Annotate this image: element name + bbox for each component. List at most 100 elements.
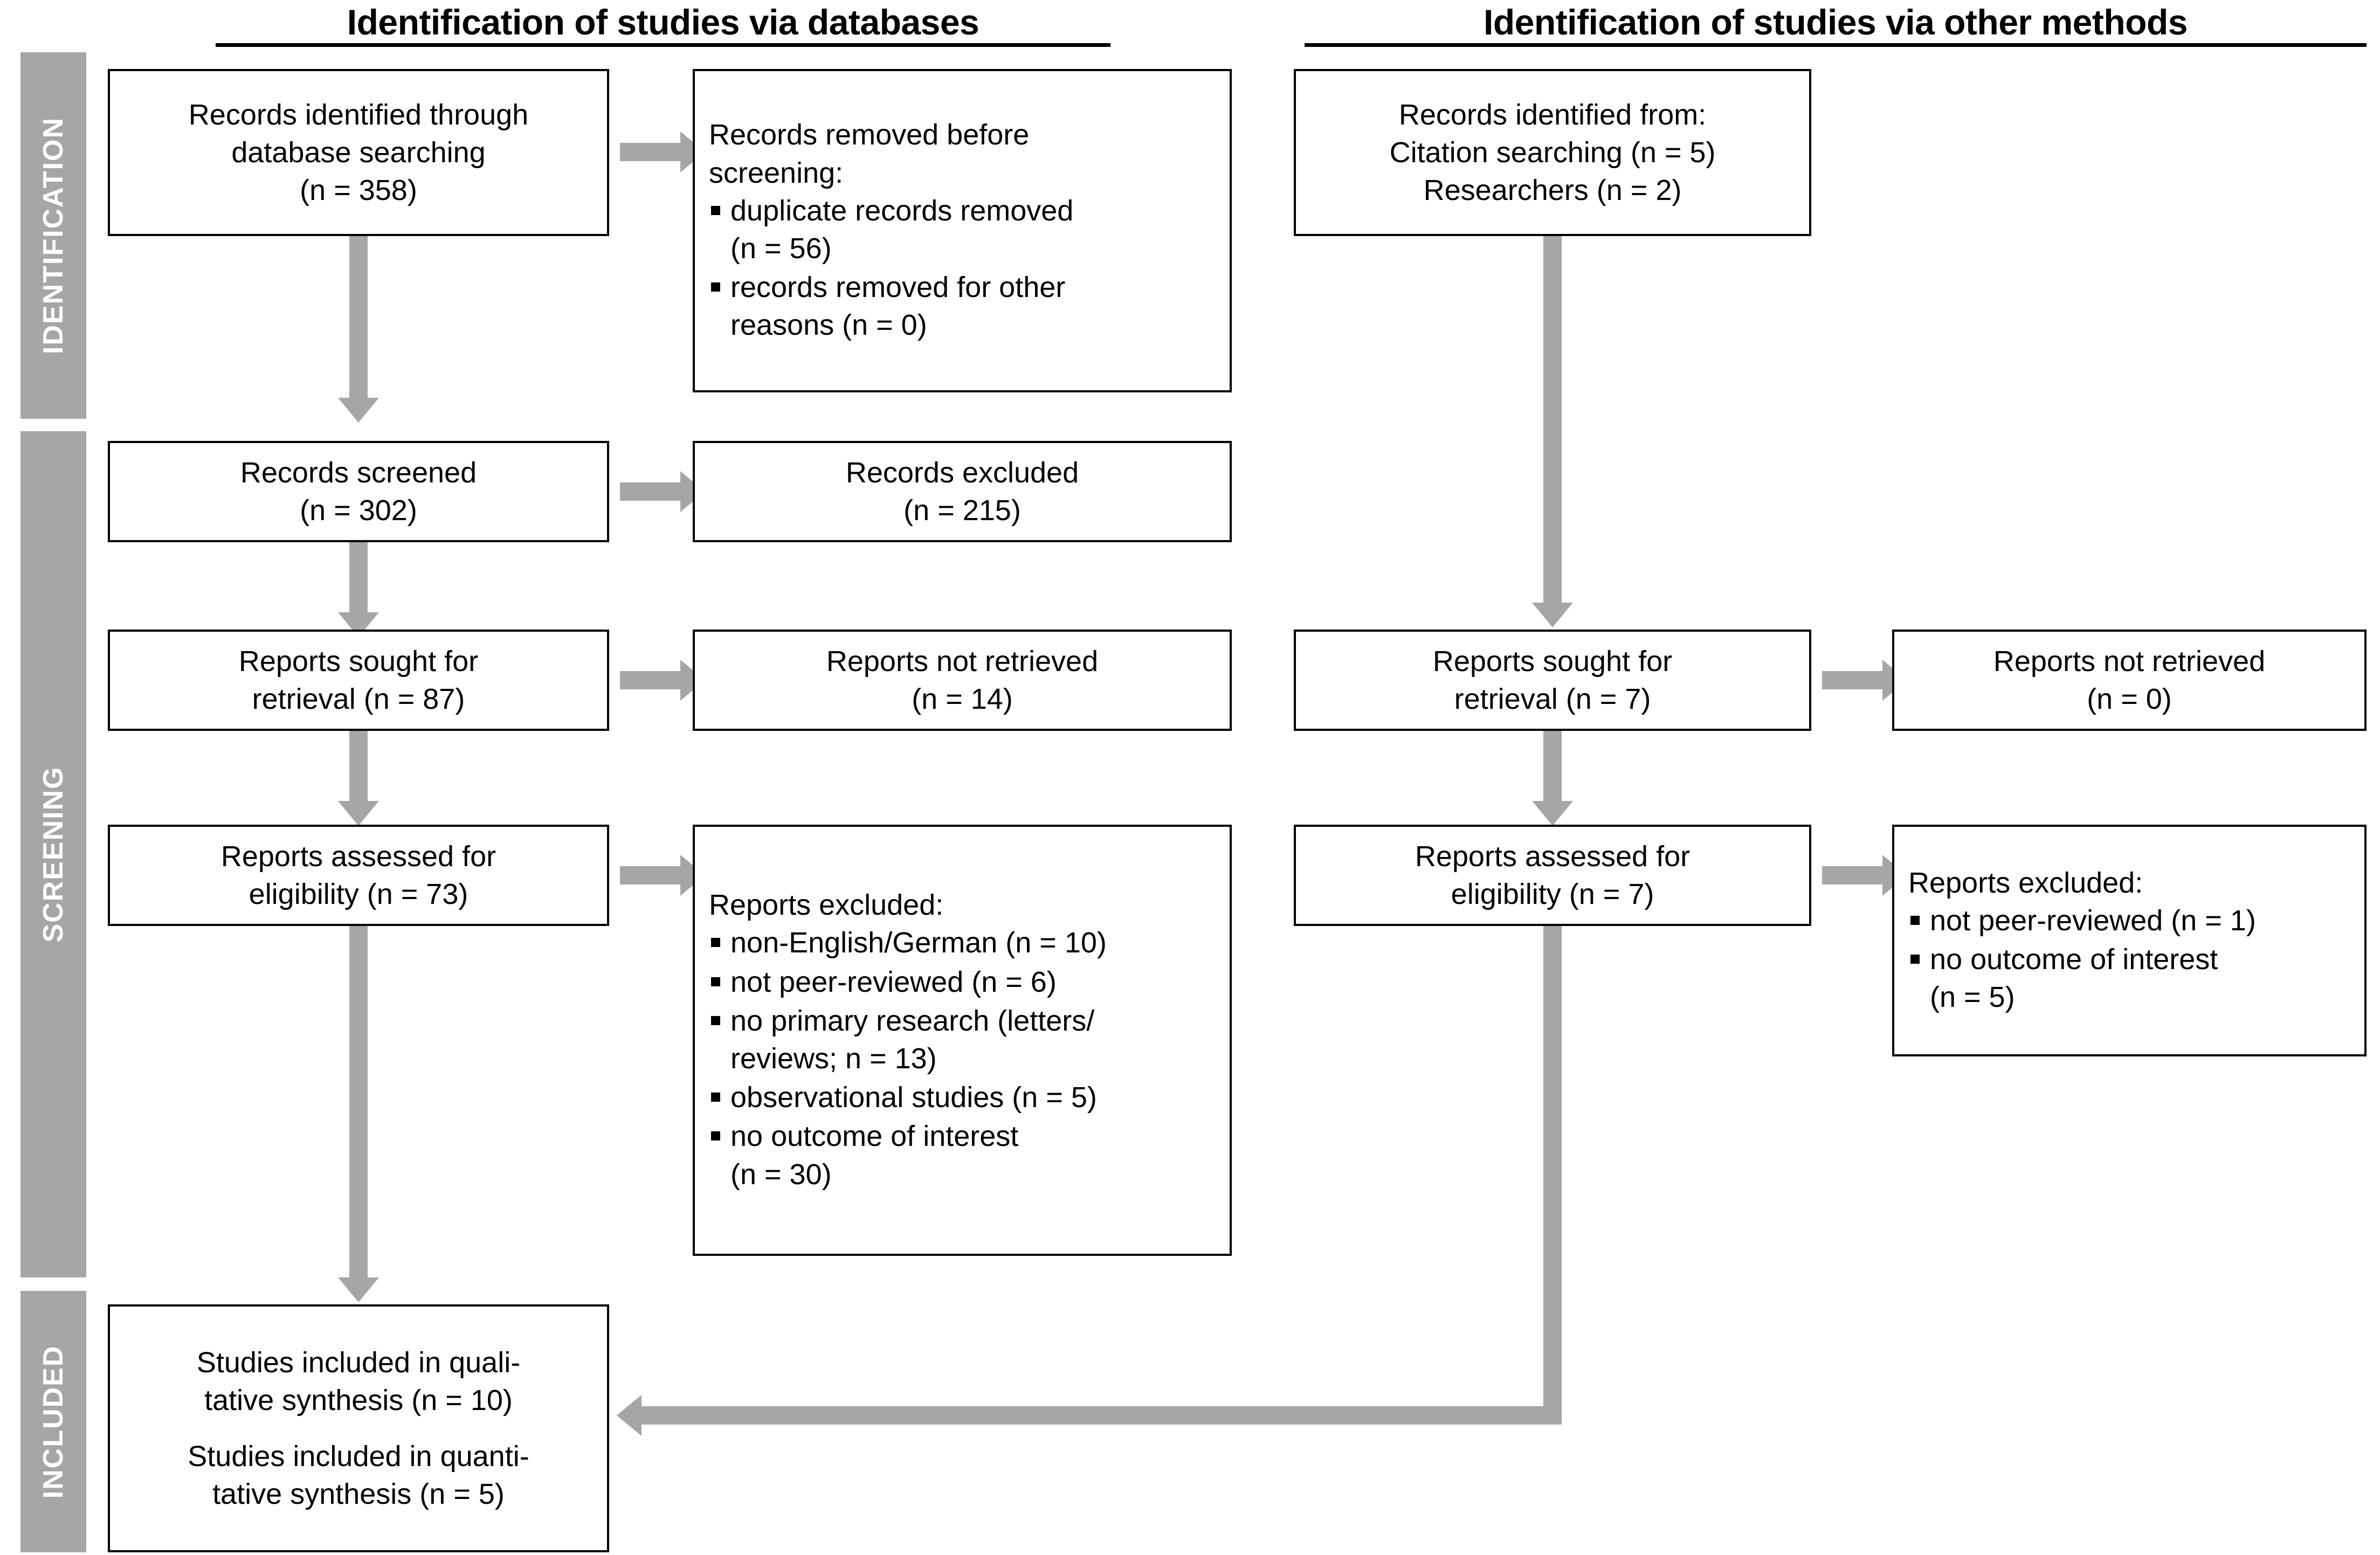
records-screened-line-2: (n = 302)	[300, 494, 417, 527]
reports-excluded-other-title: Reports excluded:	[1908, 866, 2143, 899]
list-item-cont: reasons (n = 0)	[730, 309, 927, 342]
list-item: records removed for other reasons (n = 0…	[709, 268, 1216, 344]
box-reports-excluded-other: Reports excluded: not peer-reviewed (n =…	[1892, 825, 2367, 1056]
reports-assessed-other-line-1: Reports assessed for	[1415, 840, 1691, 873]
box-records-screened: Records screened (n = 302)	[108, 441, 609, 542]
bullet-square-icon	[711, 938, 720, 948]
list-item-cont: reviews; n = 13)	[730, 1042, 937, 1075]
reports-sought-other-line-1: Reports sought for	[1432, 645, 1673, 678]
list-item-text: non-English/German (n = 10)	[730, 927, 1107, 959]
stage-label-identification: IDENTIFICATION	[38, 116, 69, 355]
list-item-cont: (n = 56)	[730, 232, 832, 265]
arrow-shaft-other-to-included-vertical	[1543, 926, 1562, 1425]
studies-included-line-2: tative synthesis (n = 10)	[204, 1384, 513, 1416]
box-records-identified-other: Records identified from: Citation search…	[1294, 69, 1811, 236]
reports-excluded-title: Reports excluded:	[709, 889, 944, 922]
arrow-head-other-to-included	[617, 1395, 641, 1436]
list-item-text: observational studies (n = 5)	[730, 1081, 1097, 1114]
box-reports-excluded-database: Reports excluded: non-English/German (n …	[693, 825, 1232, 1256]
stage-bar-identification: IDENTIFICATION	[20, 52, 86, 419]
box-records-removed-before-screening: Records removed before screening: duplic…	[693, 69, 1232, 392]
records-identified-line-1: Records identified through	[188, 98, 529, 131]
box-records-excluded: Records excluded (n = 215)	[693, 441, 1232, 542]
arrow-head-sought-to-assessed	[338, 801, 379, 826]
reports-excluded-list-database: non-English/German (n = 10) not peer-rev…	[709, 924, 1216, 1193]
box-reports-not-retrieved-database: Reports not retrieved (n = 14)	[693, 630, 1232, 731]
list-item-text: records removed for other	[730, 271, 1066, 304]
list-item: no primary research (letters/ reviews; n…	[709, 1002, 1216, 1077]
arrow-shaft-assessed-to-excluded	[620, 866, 680, 884]
reports-not-retrieved-other-line-1: Reports not retrieved	[1993, 645, 2266, 678]
arrow-shaft-other-assessed-to-excluded	[1822, 866, 1882, 884]
list-item-text: no outcome of interest	[730, 1120, 1019, 1153]
list-item-text: no primary research (letters/	[730, 1004, 1095, 1037]
records-identified-line-2: database searching	[231, 136, 486, 169]
arrow-shaft-other-identified-to-sought	[1543, 236, 1562, 603]
arrow-head-assessed-to-included	[338, 1277, 379, 1302]
bullet-square-icon	[711, 282, 720, 292]
reports-not-retrieved-line-1: Reports not retrieved	[826, 645, 1099, 678]
arrow-head-other-identified-to-sought	[1532, 603, 1573, 627]
list-item: no outcome of interest (n = 5)	[1908, 941, 2350, 1016]
reports-assessed-line-1: Reports assessed for	[220, 840, 496, 873]
arrow-shaft-identified-to-removed	[620, 143, 680, 161]
list-item-cont: (n = 5)	[1930, 981, 2015, 1014]
box-reports-not-retrieved-other: Reports not retrieved (n = 0)	[1892, 630, 2367, 731]
bullet-square-icon	[1910, 955, 1920, 964]
reports-excluded-list-other: not peer-reviewed (n = 1) no outcome of …	[1908, 902, 2350, 1017]
records-removed-title-2: screening:	[709, 156, 844, 189]
bullet-square-icon	[711, 205, 720, 215]
list-item: no outcome of interest (n = 30)	[709, 1117, 1216, 1193]
arrow-head-identified-to-screened	[338, 398, 379, 423]
list-item-text: not peer-reviewed (n = 6)	[730, 965, 1057, 998]
arrow-shaft-sought-to-notretrieved	[620, 671, 680, 689]
arrow-shaft-identified-to-screened	[349, 236, 368, 398]
arrow-shaft-other-sought-to-assessed	[1543, 731, 1562, 801]
stage-bar-included: INCLUDED	[20, 1291, 86, 1552]
arrow-shaft-screened-to-excluded	[620, 482, 680, 501]
reports-not-retrieved-other-line-2: (n = 0)	[2087, 683, 2172, 715]
records-removed-list: duplicate records removed (n = 56) recor…	[709, 192, 1216, 344]
list-item-text: no outcome of interest	[1930, 943, 2218, 976]
records-removed-title-1: Records removed before	[709, 119, 1030, 151]
list-item-text: not peer-reviewed (n = 1)	[1930, 904, 2256, 937]
studies-included-line-4: tative synthesis (n = 5)	[212, 1478, 505, 1511]
list-item: not peer-reviewed (n = 6)	[709, 963, 1216, 1001]
bullet-square-icon	[1910, 915, 1920, 925]
arrow-shaft-screened-to-sought	[349, 542, 368, 612]
bullet-square-icon	[711, 1015, 720, 1025]
column-header-other-methods: Identification of studies via other meth…	[1305, 4, 2367, 47]
records-identified-other-line-3: Researchers (n = 2)	[1423, 174, 1682, 207]
arrow-shaft-other-to-included-horizontal	[641, 1406, 1562, 1425]
records-identified-other-line-2: Citation searching (n = 5)	[1389, 136, 1716, 169]
records-excluded-line-1: Records excluded	[845, 456, 1079, 489]
reports-sought-line-2: retrieval (n = 87)	[252, 683, 465, 715]
bullet-square-icon	[711, 1131, 720, 1141]
list-item: not peer-reviewed (n = 1)	[1908, 902, 2350, 939]
list-item: non-English/German (n = 10)	[709, 924, 1216, 962]
reports-sought-other-line-2: retrieval (n = 7)	[1454, 683, 1651, 715]
arrow-head-other-sought-to-assessed	[1532, 801, 1573, 826]
reports-not-retrieved-line-2: (n = 14)	[912, 683, 1013, 715]
reports-sought-line-1: Reports sought for	[238, 645, 479, 678]
box-studies-included: Studies included in quali- tative synthe…	[108, 1304, 609, 1552]
box-records-identified-database: Records identified through database sear…	[108, 69, 609, 236]
records-identified-line-3: (n = 358)	[300, 174, 417, 207]
box-reports-sought-other: Reports sought for retrieval (n = 7)	[1294, 630, 1811, 731]
stage-label-included: INCLUDED	[38, 1345, 69, 1498]
arrow-shaft-other-sought-to-notretrieved	[1822, 671, 1882, 689]
records-excluded-line-2: (n = 215)	[903, 494, 1021, 527]
box-reports-assessed-database: Reports assessed for eligibility (n = 73…	[108, 825, 609, 926]
arrow-shaft-sought-to-assessed	[349, 731, 368, 801]
list-item-cont: (n = 30)	[730, 1158, 832, 1191]
stage-bar-screening: SCREENING	[20, 431, 86, 1277]
bullet-square-icon	[711, 1093, 720, 1102]
column-header-databases: Identification of studies via databases	[216, 4, 1110, 47]
stage-label-screening: SCREENING	[38, 766, 69, 943]
studies-included-line-3: Studies included in quanti-	[188, 1440, 529, 1473]
records-identified-other-line-1: Records identified from:	[1398, 98, 1707, 131]
bullet-square-icon	[711, 977, 720, 986]
box-reports-sought-database: Reports sought for retrieval (n = 87)	[108, 630, 609, 731]
studies-included-line-1: Studies included in quali-	[196, 1346, 521, 1379]
box-reports-assessed-other: Reports assessed for eligibility (n = 7)	[1294, 825, 1811, 926]
